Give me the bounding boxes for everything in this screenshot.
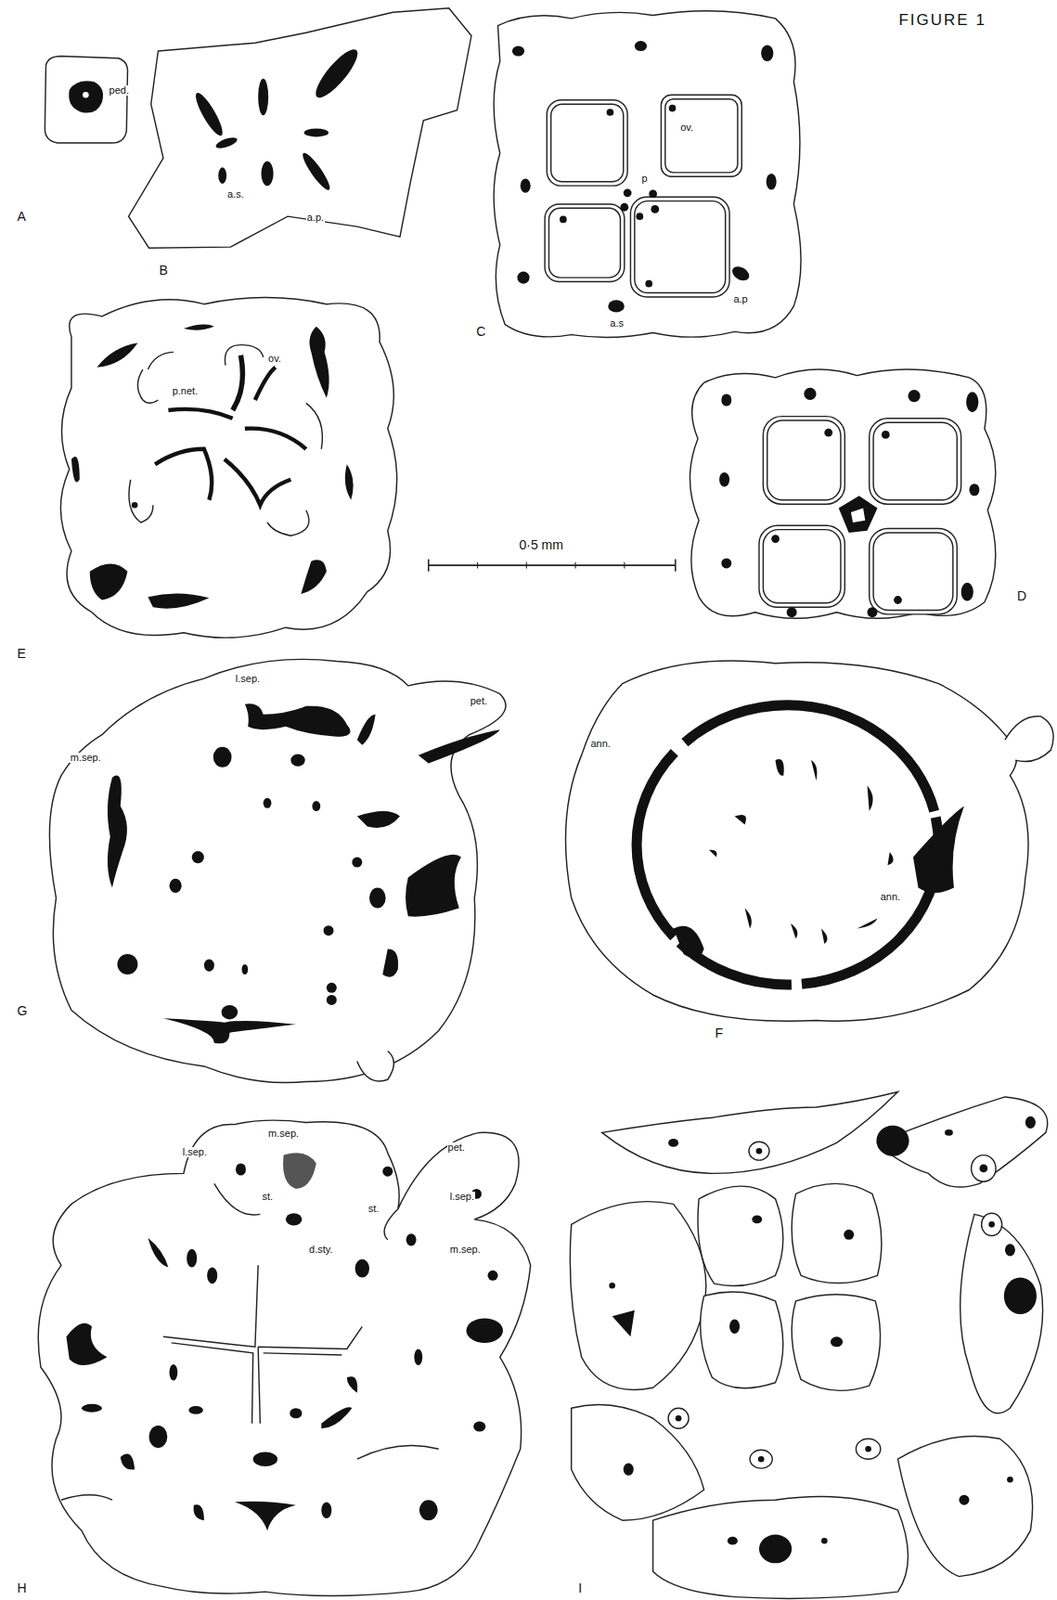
panel-letter: F (714, 1026, 725, 1040)
panel-letter: H (16, 1581, 28, 1595)
panel-letter: B (157, 263, 168, 277)
part-label: a.p (732, 294, 748, 305)
part-label: p (640, 173, 648, 184)
part-label: d.sty. (308, 1244, 334, 1255)
part-label: a.p. (306, 212, 325, 223)
part-label: m.sep. (267, 1128, 300, 1139)
part-label: ped. (108, 85, 130, 96)
panel-letter: C (475, 324, 487, 338)
section-b (128, 8, 472, 248)
part-label: a.s (608, 318, 625, 329)
part-label: l.sep. (449, 1191, 476, 1202)
scale-label: 0·5 mm (518, 538, 565, 552)
panel-letter: G (16, 1004, 29, 1018)
part-label: pet. (469, 696, 489, 707)
part-label: st. (260, 1191, 274, 1202)
section-i (569, 1091, 1047, 1599)
section-f (565, 660, 1054, 1021)
part-label: pet. (447, 1142, 466, 1153)
part-label: l.sep. (234, 673, 261, 684)
figure-title: FIGURE 1 (897, 12, 987, 28)
part-label: ov. (679, 122, 695, 133)
part-label: ann. (879, 891, 902, 903)
panel-letter: A (16, 209, 27, 223)
section-g (49, 658, 506, 1083)
section-e (60, 297, 397, 639)
scale-bar (428, 559, 676, 572)
section-d (689, 369, 995, 619)
panel-letter: I (577, 1581, 583, 1595)
section-h (38, 1120, 530, 1596)
part-label: p.net. (171, 386, 200, 397)
section-c (493, 11, 801, 338)
part-label: l.sep. (181, 1147, 208, 1158)
part-label: a.s. (226, 189, 245, 200)
part-label: ann. (589, 738, 611, 749)
panel-letter: E (16, 646, 27, 660)
panel-letter: D (1016, 589, 1028, 603)
part-label: m.sep. (69, 752, 103, 763)
part-label: m.sep. (449, 1244, 482, 1255)
section-a (44, 56, 128, 143)
part-label: st. (367, 1203, 381, 1214)
part-label: ov. (267, 353, 283, 364)
